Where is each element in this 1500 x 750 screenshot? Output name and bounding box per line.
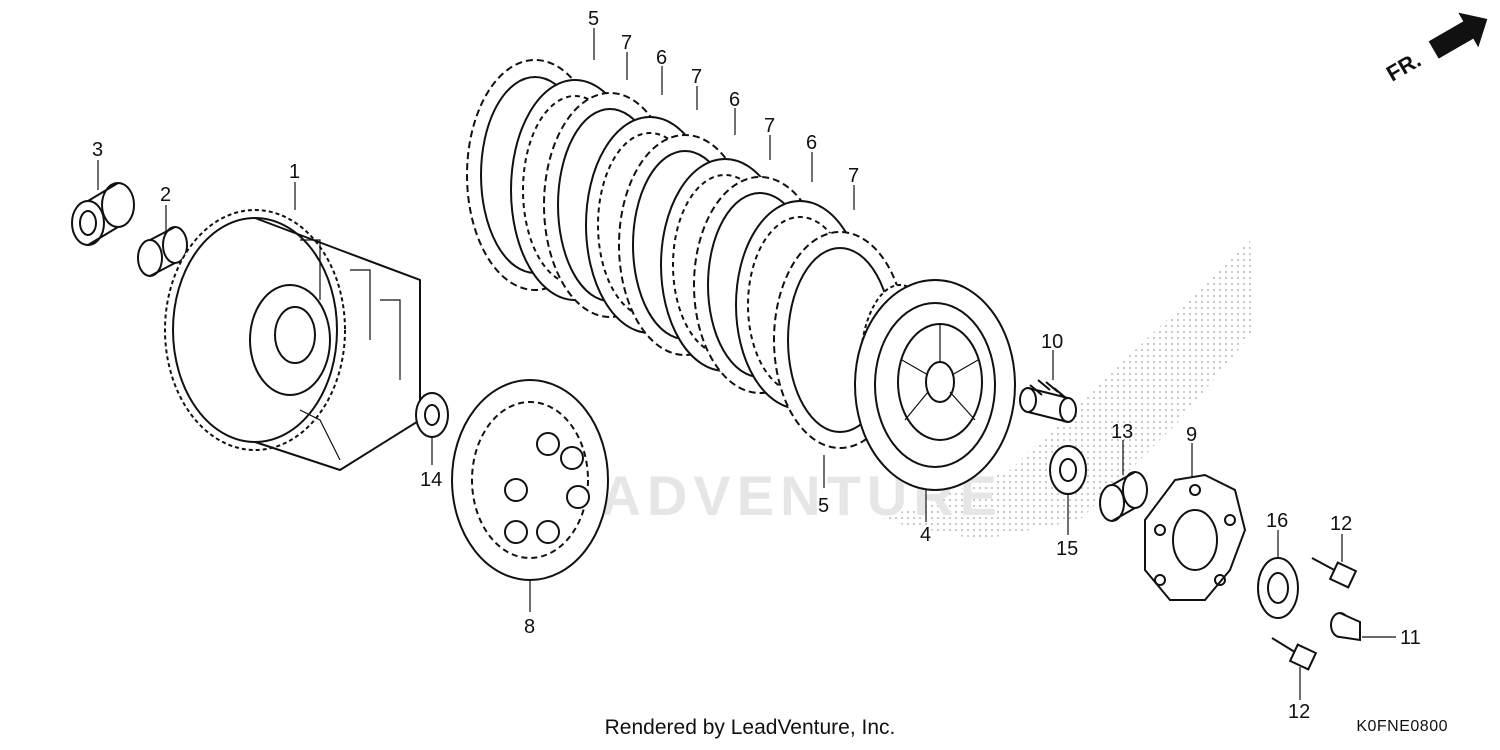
part-12-bolt-lower <box>1271 637 1318 671</box>
callout-10: 10 <box>1041 331 1063 353</box>
part-14-washer <box>415 392 449 438</box>
callout-13: 13 <box>1111 421 1133 443</box>
callout-6-b: 6 <box>729 89 740 111</box>
part-9-lifter-plate <box>1144 473 1247 601</box>
callout-7-c: 7 <box>764 115 775 137</box>
leader-lines <box>97 28 1396 700</box>
part-15-washer <box>1049 445 1087 495</box>
callout-5-top: 5 <box>588 8 599 30</box>
front-arrow <box>1428 12 1488 59</box>
callout-12-lower: 12 <box>1288 701 1310 723</box>
callout-7-d: 7 <box>848 165 859 187</box>
callout-12-upper: 12 <box>1330 513 1352 535</box>
fr-label: FR. <box>1382 47 1425 86</box>
part-13-collar <box>1099 471 1148 522</box>
callout-7-b: 7 <box>691 66 702 88</box>
diagram-code: K0FNE0800 <box>1356 718 1448 735</box>
part-16-bearing <box>1257 557 1299 619</box>
callout-2: 2 <box>160 184 171 206</box>
callout-6-a: 6 <box>656 47 667 69</box>
part-3-collar <box>71 182 135 246</box>
callout-15: 15 <box>1056 538 1078 560</box>
callout-9: 9 <box>1186 424 1197 446</box>
part-11-bolt <box>1330 612 1361 642</box>
callout-3: 3 <box>92 139 103 161</box>
part-10-spring <box>1019 379 1077 423</box>
callout-16: 16 <box>1266 510 1288 532</box>
part-8-pressure-plate <box>451 379 609 581</box>
callout-7-a: 7 <box>621 32 632 54</box>
callout-labels: 3 2 1 5 7 6 7 6 7 6 7 5 4 10 13 9 16 12 … <box>92 8 1421 723</box>
part-12-bolt-upper <box>1311 557 1358 589</box>
callout-5-bottom: 5 <box>818 495 829 517</box>
callout-11: 11 <box>1400 627 1421 649</box>
part-4-clutch-center <box>854 279 1016 491</box>
callout-1: 1 <box>289 161 300 183</box>
callout-14: 14 <box>420 469 442 491</box>
callout-4: 4 <box>920 524 931 546</box>
callout-8: 8 <box>524 616 535 638</box>
callout-6-c: 6 <box>806 132 817 154</box>
footer-credit: Rendered by LeadVenture, Inc. <box>604 716 896 739</box>
part-1-clutch-outer <box>164 209 421 472</box>
part-2-bushing <box>137 226 188 277</box>
